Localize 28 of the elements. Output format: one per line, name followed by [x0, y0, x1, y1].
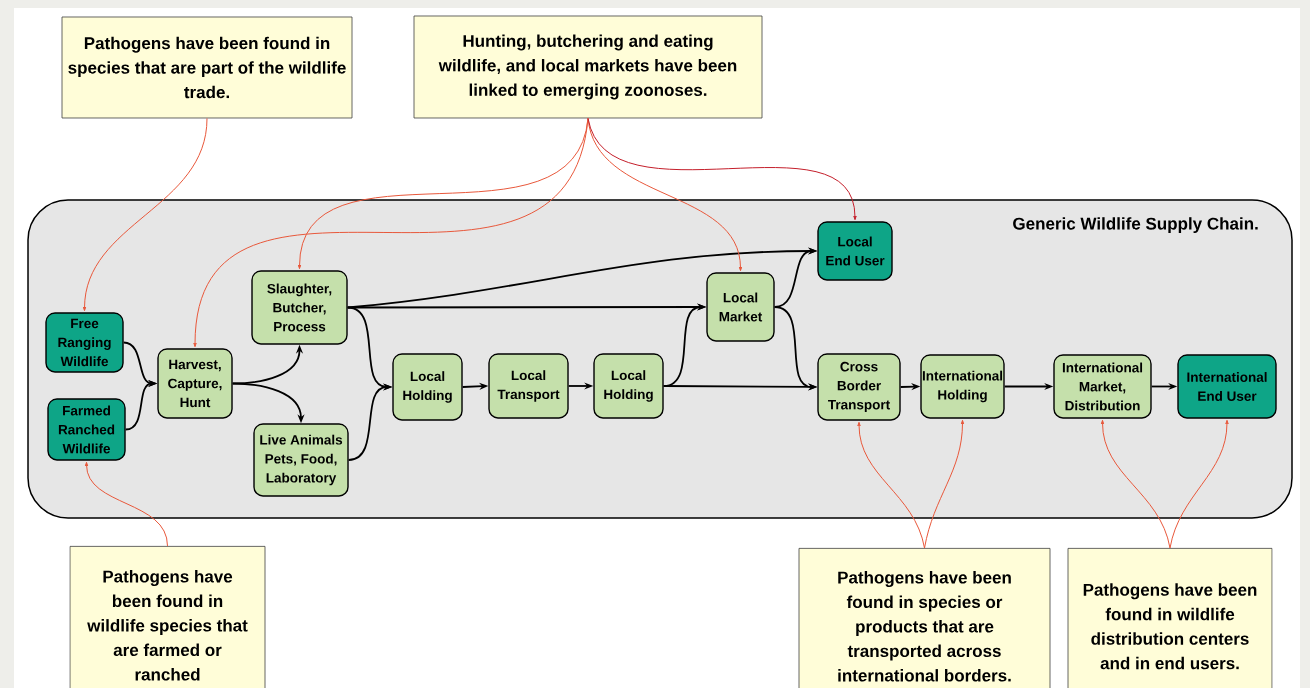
endpoint-box: Free Ranging Wildlife — [45, 312, 124, 373]
process-box: International Holding — [920, 354, 1005, 419]
annotation-arrow — [84, 461, 168, 547]
endpoint-box: Local End User — [817, 221, 893, 281]
process-box: Local Holding — [593, 353, 664, 419]
endpoint-box: Farmed Ranched Wildlife — [47, 398, 126, 461]
process-box: Local Transport — [488, 353, 569, 419]
process-box: Slaughter, Butcher, Process — [251, 270, 348, 345]
process-box: Live Animals Pets, Food, Laboratory — [253, 423, 349, 497]
process-box: Local Market — [706, 272, 775, 342]
callout-box: Pathogens have been found in wildlife distribution centers and in end users. — [1067, 548, 1273, 688]
annotation-arrow — [1100, 419, 1171, 549]
annotation-arrow — [1169, 419, 1229, 549]
annotation-arrow — [924, 419, 965, 549]
callout-box: Pathogens have been found in species or products that are transported across international borders. — [798, 548, 1051, 688]
process-box: International Market, Distribution — [1053, 354, 1152, 419]
process-box: Harvest, Capture, Hunt — [157, 348, 233, 419]
annotation-arrow — [587, 117, 743, 272]
annotation-arrow — [297, 117, 589, 270]
endpoint-box: International End User — [1177, 354, 1277, 419]
annotation-arrow — [857, 421, 925, 549]
process-box: Cross Border Transport — [817, 353, 901, 421]
callout-box: Pathogens have been found in wildlife species that are farmed or ranched — [69, 546, 266, 688]
annotation-arrow — [82, 117, 208, 312]
process-box: Local Holding — [392, 353, 463, 421]
callout-box: Pathogens have been found in species that are part of the wildlife trade. — [61, 16, 353, 119]
callout-box: Hunting, butchering and eating wildlife, and local markets have been linked to emerging zoonoses. — [413, 15, 763, 119]
annotation-arrow — [587, 117, 857, 221]
